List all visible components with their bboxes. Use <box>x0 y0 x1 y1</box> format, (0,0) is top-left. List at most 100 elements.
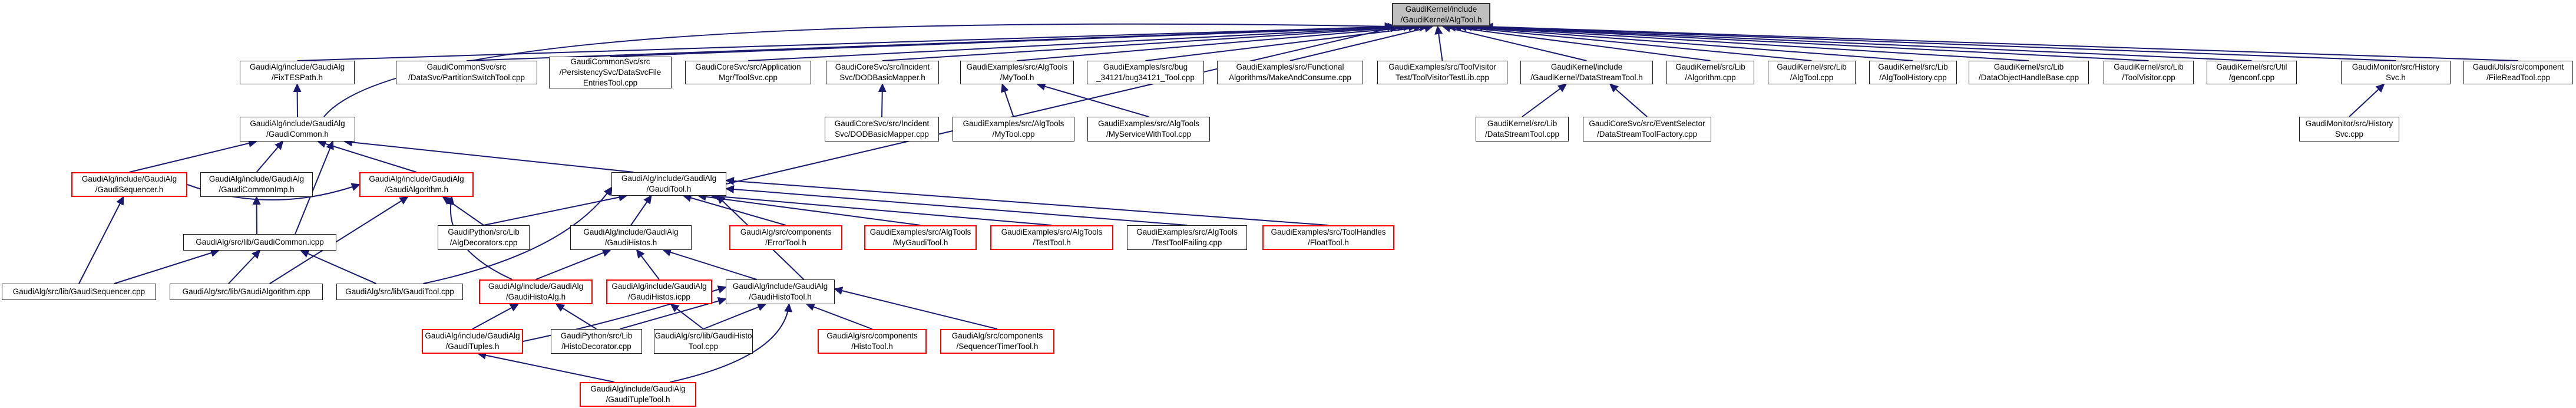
graph-node-gaudihistotool_h[interactable]: GaudiAlg/include/GaudiAlg/GaudiHistoTool… <box>726 279 835 304</box>
graph-node-label: /GaudiHistoTool.h <box>749 292 812 301</box>
graph-node-label: GaudiExamples/src/ToolHandles <box>1271 228 1386 236</box>
graph-node-gauditool_h[interactable]: GaudiAlg/include/GaudiAlg/GaudiTool.h <box>611 172 726 196</box>
graph-node-gaudialgorithm_h[interactable]: GaudiAlg/include/GaudiAlg/GaudiAlgorithm… <box>359 172 474 197</box>
graph-node-label: GaudiAlg/include/GaudiAlg <box>488 282 584 291</box>
graph-node-gaudituples_h[interactable]: GaudiAlg/include/GaudiAlg/GaudiTuples.h <box>422 329 523 354</box>
graph-node-label: GaudiAlg/include/GaudiAlg <box>583 228 679 236</box>
include-edge-gaudihistos_icpp-to-gaudihistos_h <box>636 249 660 280</box>
graph-node-histodecorator[interactable]: GaudiPython/src/Lib/HistoDecorator.cpp <box>551 329 642 354</box>
graph-node-datasvcfile[interactable]: GaudiCommonSvc/src/PersistencySvc/DataSv… <box>549 57 672 88</box>
graph-node-mytool_h[interactable]: GaudiExamples/src/AlgTools/MyTool.h <box>960 61 1074 84</box>
include-edge-testtool_h-to-gauditool_h <box>710 192 1052 226</box>
graph-node-label: GaudiAlg/src/lib/GaudiSequencer.cpp <box>12 287 146 296</box>
include-edge-gaudihistoalg_h-to-gaudihistos_h <box>535 249 611 280</box>
graph-node-label: /GaudiKernel/AlgTool.h <box>1400 15 1482 24</box>
graph-node-gaudisequencer_cpp[interactable]: GaudiAlg/src/lib/GaudiSequencer.cpp <box>2 284 156 300</box>
graph-node-label: GaudiAlg/include/GaudiAlg <box>611 282 707 291</box>
include-edge-mytool_h-to-algtool_h <box>1017 23 1423 61</box>
include-edge-algtool_cpp-to-algtool_h <box>1452 23 1812 61</box>
graph-node-label: /DataStreamToolFactory.cpp <box>1596 130 1698 139</box>
graph-node-label: GaudiAlg/include/GaudiAlg <box>732 282 828 291</box>
include-edge-gaudialgorithm_cpp-to-gaudialgorithm_h <box>269 196 409 284</box>
graph-node-label: /AlgTool.cpp <box>1790 73 1834 82</box>
graph-node-label: /GaudiSequencer.h <box>95 185 164 194</box>
graph-node-fixtespath[interactable]: GaudiAlg/include/GaudiAlg/FixTESPath.h <box>240 61 355 84</box>
graph-node-algtool_cpp[interactable]: GaudiKernel/src/Lib/AlgTool.cpp <box>1768 61 1856 84</box>
graph-node-gaudicommonimp_h[interactable]: GaudiAlg/include/GaudiAlg/GaudiCommonImp… <box>200 172 313 197</box>
graph-node-label: /GaudiCommonImp.h <box>219 185 295 194</box>
graph-node-gaudihistos_icpp[interactable]: GaudiAlg/include/GaudiAlg/GaudiHistos.ic… <box>606 279 712 304</box>
graph-node-label: GaudiKernel/include <box>1405 5 1477 14</box>
graph-node-label: /FloatTool.h <box>1308 238 1349 247</box>
graph-node-partitionswitch[interactable]: GaudiCommonSvc/src/DataSvc/PartitionSwit… <box>396 61 537 84</box>
include-edge-histotool_h-to-gaudihistotool_h <box>805 303 872 330</box>
graph-node-gaudisequencer_h[interactable]: GaudiAlg/include/GaudiAlg/GaudiSequencer… <box>71 172 187 197</box>
graph-node-gaudituplotool_h[interactable]: GaudiAlg/include/GaudiAlg/GaudiTupleTool… <box>580 382 696 407</box>
include-edge-dodmapper_h-to-algtool_h <box>882 22 1418 61</box>
include-edge-gaudituplotool_h-to-gaudituples_h <box>477 351 615 383</box>
graph-node-testtool_h[interactable]: GaudiExamples/src/AlgTools/TestTool.h <box>990 225 1113 250</box>
graph-node-gaudihistos_h[interactable]: GaudiAlg/include/GaudiAlg/GaudiHistos.h <box>570 225 692 250</box>
graph-node-datastreamfactory[interactable]: GaudiCoreSvc/src/EventSelector/DataStrea… <box>1583 117 1711 142</box>
graph-node-label: GaudiCoreSvc/src/Application <box>695 62 801 71</box>
include-edge-gaudialgorithm_h-to-gaudicommon_h <box>317 140 417 173</box>
graph-node-label: Mgr/ToolSvc.cpp <box>719 73 778 82</box>
include-edge-gaudisequencer_cpp-to-gaudicommon_icpp <box>114 249 220 284</box>
graph-node-bug34121[interactable]: GaudiExamples/src/bug_34121/bug34121_Too… <box>1087 61 1204 84</box>
graph-node-label: GaudiExamples/src/Functional <box>1236 62 1344 71</box>
graph-node-label: /GaudiHistos.h <box>604 238 657 247</box>
graph-node-label: GaudiAlg/include/GaudiAlg <box>81 175 177 183</box>
include-edge-datastreamtool_h-to-algtool_h <box>1441 24 1587 61</box>
graph-node-algtool_h[interactable]: GaudiKernel/include/GaudiKernel/AlgTool.… <box>1392 3 1490 27</box>
graph-node-sequencertimertool[interactable]: GaudiAlg/src/components/SequencerTimerTo… <box>940 329 1054 354</box>
include-edge-algtoolhistory-to-algtool_h <box>1457 22 1913 61</box>
graph-node-algorithm_cpp[interactable]: GaudiKernel/src/Lib/Algorithm.cpp <box>1666 61 1754 84</box>
graph-node-label: /AlgDecorators.cpp <box>449 238 518 247</box>
graph-node-gaudihistoalg_h[interactable]: GaudiAlg/include/GaudiAlg/GaudiHistoAlg.… <box>479 279 593 304</box>
graph-node-algtoolhistory[interactable]: GaudiKernel/src/Lib/AlgToolHistory.cpp <box>1869 61 1957 84</box>
graph-node-histotool_h[interactable]: GaudiAlg/src/components/HistoTool.h <box>818 329 927 354</box>
graph-node-gaudicommon_h[interactable]: GaudiAlg/include/GaudiAlg/GaudiCommon.h <box>240 117 355 142</box>
graph-node-label: /PersistencySvc/DataSvcFile <box>559 68 662 77</box>
graph-node-datastreamtool_cpp[interactable]: GaudiKernel/src/Lib/DataStreamTool.cpp <box>1476 117 1569 142</box>
include-edge-algdecorators-to-gaudialgorithm_h <box>442 196 484 226</box>
graph-node-label: GaudiKernel/src/Lib <box>1993 62 2064 71</box>
graph-node-errortool_h[interactable]: GaudiAlg/src/components/ErrorTool.h <box>729 225 842 250</box>
graph-node-datastreamtool_h[interactable]: GaudiKernel/include/GaudiKernel/DataStre… <box>1520 61 1653 84</box>
graph-node-toolvisitor_cpp[interactable]: GaudiKernel/src/Lib/ToolVisitor.cpp <box>2104 61 2194 84</box>
graph-node-label: GaudiUtils/src/component <box>2472 62 2564 71</box>
include-edge-historysvc_h-to-algtool_h <box>1479 22 2396 61</box>
graph-node-label: /HistoTool.h <box>851 342 893 351</box>
include-edge-mytool_cpp-to-mytool_h <box>1001 83 1014 117</box>
graph-node-label: /GaudiTool.h <box>646 185 692 193</box>
graph-node-floattool_h[interactable]: GaudiExamples/src/ToolHandles/FloatTool.… <box>1262 225 1394 250</box>
graph-node-genconf[interactable]: GaudiKernel/src/Util/genconf.cpp <box>2207 61 2297 84</box>
graph-node-gaudicommon_icpp[interactable]: GaudiAlg/src/lib/GaudiCommon.icpp <box>183 234 336 251</box>
graph-node-label: GaudiExamples/src/bug <box>1103 62 1188 71</box>
graph-node-label: GaudiExamples/src/AlgTools <box>1001 228 1103 236</box>
graph-node-label: GaudiKernel/src/Lib <box>1675 62 1745 71</box>
include-edge-datastreamtool_cpp-to-datastreamtool_h <box>1522 83 1568 117</box>
graph-node-mytool_cpp[interactable]: GaudiExamples/src/AlgTools/MyTool.cpp <box>953 117 1074 142</box>
graph-node-testtoolfailing[interactable]: GaudiExamples/src/AlgTools/TestToolFaili… <box>1127 225 1247 250</box>
graph-node-gaudialgorithm_cpp[interactable]: GaudiAlg/src/lib/GaudiAlgorithm.cpp <box>170 284 323 300</box>
graph-node-dataobjecthandle[interactable]: GaudiKernel/src/Lib/DataObjectHandleBase… <box>1969 61 2089 84</box>
graph-node-label: GaudiMonitor/src/History <box>2305 119 2393 128</box>
graph-node-myservicewithtool[interactable]: GaudiExamples/src/AlgTools/MyServiceWith… <box>1087 117 1210 142</box>
graph-node-mygauditool_h[interactable]: GaudiExamples/src/AlgTools/MyGaudiTool.h <box>864 225 977 250</box>
include-edge-fixtespath-to-algtool_h <box>297 22 1397 61</box>
include-edge-gaudituplotool_h-to-gaudihistotool_h <box>670 303 793 383</box>
graph-node-gauditool_cpp[interactable]: GaudiAlg/src/lib/GaudiTool.cpp <box>336 284 463 300</box>
graph-node-label: GaudiPython/src/Lib <box>448 228 520 236</box>
include-edge-gaudituples_h-to-gaudihistoalg_h <box>472 304 520 330</box>
graph-node-filereadtool[interactable]: GaudiUtils/src/component/FileReadTool.cp… <box>2463 61 2573 84</box>
graph-node-algdecorators[interactable]: GaudiPython/src/Lib/AlgDecorators.cpp <box>438 225 530 250</box>
